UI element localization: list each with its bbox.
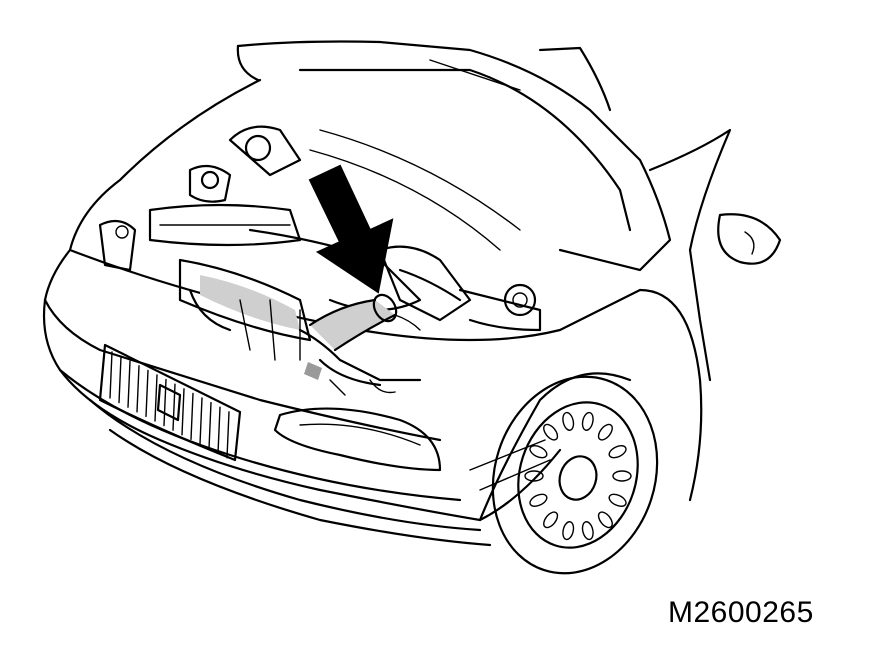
wheel-slot: [543, 423, 559, 441]
grille-slat: [217, 406, 221, 454]
grille-slat: [199, 397, 203, 445]
figure-code: M2600265: [668, 596, 814, 629]
wheel-slot: [524, 470, 544, 482]
wheel-slot: [597, 423, 613, 441]
wheel-slot: [529, 445, 548, 459]
wheel-slot: [562, 411, 575, 431]
wheel-slot: [581, 411, 594, 431]
callout-arrow: [308, 164, 394, 294]
front-wheel: [478, 372, 659, 575]
grille-slat: [208, 401, 212, 450]
wheel-slot: [608, 493, 627, 507]
engine-bay: [98, 125, 542, 396]
engine-hose: [308, 293, 421, 352]
grille-slat: [226, 411, 230, 459]
grille-slat: [145, 369, 149, 418]
wheel-slot: [612, 470, 632, 482]
wheel-slot: [597, 511, 613, 529]
wheel-slot: [608, 445, 627, 459]
wheel-slot: [562, 521, 575, 541]
grille-slat: [109, 351, 113, 399]
headlight: [273, 407, 442, 472]
front-grille: [98, 343, 242, 462]
wheel-slot: [529, 493, 548, 507]
open-hood: [236, 40, 672, 272]
wheel-slot: [543, 511, 559, 529]
grille-slat: [154, 374, 158, 422]
grille-slat: [127, 360, 131, 408]
grille-slat: [118, 355, 122, 404]
body-side: [638, 128, 782, 502]
grille-slat: [136, 365, 140, 413]
wheel-slot: [581, 521, 594, 541]
grille-slat: [181, 388, 185, 436]
grille-slat: [190, 392, 194, 441]
